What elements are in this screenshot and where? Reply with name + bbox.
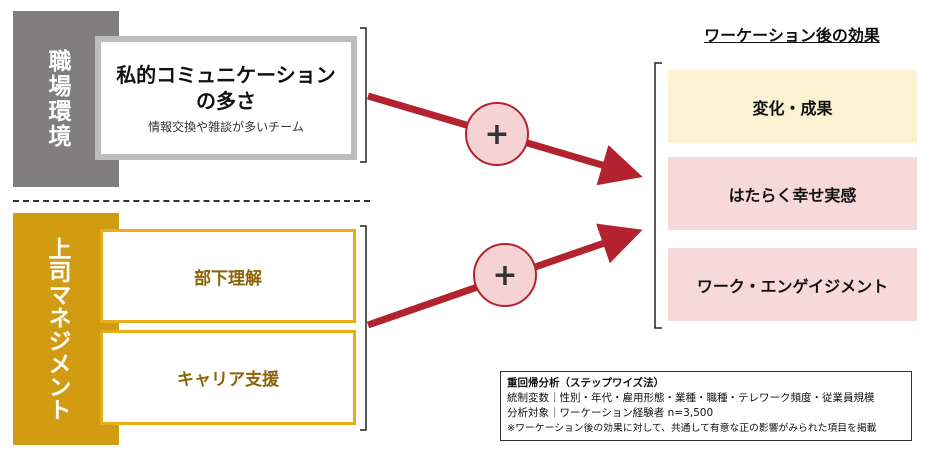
bottom-plus-sign: + (492, 258, 517, 293)
bottom-plus-circle (473, 243, 537, 307)
subordinate-understanding-box: 部下理解 (100, 229, 356, 323)
communication-factor-box: 私的コミュニケーション の多さ 情報交換や雑談が多いチーム (95, 36, 357, 160)
career-support-box: キャリア支援 (100, 330, 356, 425)
communication-title-line1: 私的コミュニケーション (116, 62, 336, 87)
section-divider (13, 200, 370, 202)
bottom-factor-bracket (360, 225, 367, 431)
effect-work-happiness: はたらく幸せ実感 (668, 157, 917, 230)
communication-subtitle: 情報交換や雑談が多いチーム (148, 119, 304, 134)
analysis-note-remark: ※ワーケーション後の効果に対して、共通して有意な正の影響がみられた項目を掲載 (507, 423, 877, 434)
top-factor-bracket (360, 27, 367, 163)
analysis-note-title: 重回帰分析（ステップワイズ法） (507, 377, 665, 389)
top-plus-sign: + (484, 117, 509, 152)
analysis-note-controls: 統制変数｜性別・年代・雇用形態・業種・職種・テレワーク頻度・従業員規模 (507, 392, 875, 404)
effect-work-engagement: ワーク・エンゲイジメント (668, 248, 917, 321)
effects-bracket (654, 62, 662, 329)
effect-change-results: 変化・成果 (668, 70, 917, 143)
communication-title-line2: の多さ (196, 88, 256, 113)
analysis-note-box: 重回帰分析（ステップワイズ法） 統制変数｜性別・年代・雇用形態・業種・職種・テレ… (500, 371, 912, 441)
top-plus-circle (465, 102, 529, 166)
analysis-note-target: 分析対象｜ワーケーション経験者 n=3,500 (507, 407, 714, 419)
effects-header: ワーケーション後の効果 (704, 26, 880, 45)
